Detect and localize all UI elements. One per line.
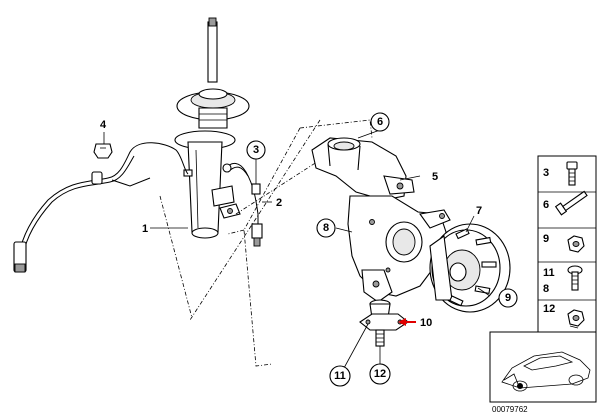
strut-assembly[interactable]	[174, 17, 250, 239]
callout-9: 9	[498, 288, 518, 308]
legend-row-3[interactable]: 3	[543, 161, 578, 186]
legend-row-9[interactable]: 9	[543, 233, 585, 253]
callout-7-label: 7	[476, 205, 482, 217]
long-bolt-icon	[554, 190, 588, 216]
callout-1: 1	[142, 223, 148, 235]
wheel-hub[interactable]	[429, 223, 511, 313]
legend-row-12-number: 12	[543, 303, 555, 315]
nut-icon	[567, 235, 585, 253]
diagram-reference-number: 00079762	[492, 405, 528, 414]
callout-8-label: 8	[323, 222, 329, 234]
abs-sensor-cable-left[interactable]	[13, 142, 189, 273]
callout-6: 6	[370, 112, 390, 132]
callout-10: 10	[420, 317, 432, 329]
legend-row-6-number: 6	[543, 199, 549, 211]
callout-2: 2	[276, 197, 282, 209]
callout-12-label: 12	[374, 368, 386, 380]
legend-row-3-number: 3	[543, 167, 549, 179]
callout-8: 8	[316, 218, 336, 238]
callout-5: 5	[432, 171, 438, 183]
callout-2-label: 2	[276, 197, 282, 209]
bolt-icon	[566, 161, 578, 186]
callout-4: 4	[100, 119, 107, 131]
steering-knuckle[interactable]	[311, 137, 451, 303]
legend-row-12[interactable]: 12	[543, 303, 585, 329]
legend-row-9-number: 9	[543, 233, 549, 245]
callout-3: 3	[246, 140, 266, 160]
callout-11: 11	[329, 365, 351, 387]
strut-guide-line-2	[235, 159, 321, 215]
vehicle-thumbnail	[489, 331, 597, 403]
callout-5-label: 5	[432, 171, 438, 183]
legend-row-11-number: 11	[543, 267, 555, 279]
callout-1-label: 1	[142, 223, 148, 235]
legend-row-8-number: 8	[543, 283, 549, 295]
self-locking-nut-icon	[567, 309, 585, 329]
strut-guide-line	[159, 195, 193, 319]
leader-lines	[103, 129, 491, 369]
callout-12: 12	[369, 363, 391, 385]
legend-row-6[interactable]: 6	[543, 190, 588, 216]
callout-4-label: 4	[100, 119, 107, 131]
cable-clip-part-4[interactable]	[93, 143, 113, 159]
callout-9-label: 9	[505, 292, 511, 304]
screw-icon	[567, 265, 583, 291]
callout-10-label: 10	[420, 317, 432, 329]
callout-7: 7	[476, 205, 482, 217]
abs-sensor-wire-right[interactable]	[222, 163, 263, 247]
ball-joint[interactable]	[359, 299, 409, 347]
knuckle-outline-frame	[227, 119, 373, 367]
hardware-legend: 3 6 9 11 8	[537, 155, 597, 347]
callout-6-label: 6	[377, 116, 383, 128]
car-icon	[501, 351, 591, 392]
knuckle-outline-frame-2	[189, 119, 321, 321]
callout-3-label: 3	[253, 144, 259, 156]
callout-11-label: 11	[334, 370, 346, 382]
legend-row-11-8[interactable]: 11 8	[543, 265, 583, 295]
highlight-arrow	[398, 318, 416, 326]
